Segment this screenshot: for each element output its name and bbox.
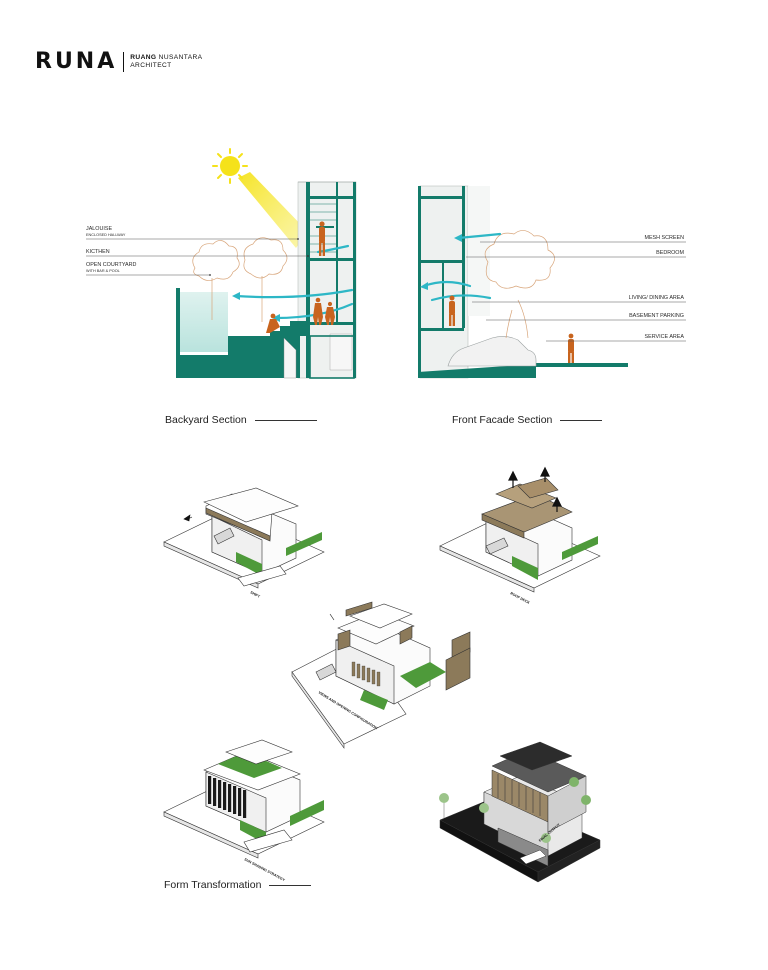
form-step-roof-deck bbox=[439, 466, 601, 593]
form-step-shift-label: SHIFT bbox=[250, 590, 262, 599]
form-step-roof-deck-label: ROOF DECK bbox=[510, 591, 531, 605]
backyard-ground bbox=[176, 288, 300, 378]
brand-logo: RUNA RUANG NUSANTARA ARCHITECT bbox=[35, 50, 202, 74]
front-label-1: MESH SCREEN bbox=[644, 235, 684, 241]
form-step-final-output bbox=[439, 741, 601, 883]
form-step-sun-shading bbox=[163, 739, 325, 859]
backyard-label-3-sub: WITH BAR & POOL bbox=[86, 269, 120, 273]
front-label-5: SERVICE AREA bbox=[645, 334, 685, 340]
car-outline bbox=[447, 336, 537, 367]
form-step-shift bbox=[163, 487, 325, 589]
caption-rule bbox=[560, 419, 603, 421]
front-section-drawing: MESH SCREEN BEDROOM LIVING/ DINING AREA … bbox=[418, 185, 686, 379]
front-label-2: BEDROOM bbox=[656, 250, 684, 256]
backyard-label-1-sub: ENCLOSED HALLWAY bbox=[86, 233, 126, 237]
backyard-section-drawing: JALOUISE ENCLOSED HALLWAY KICTHEN OPEN C… bbox=[86, 148, 357, 379]
caption-rule bbox=[269, 884, 312, 886]
people-figures bbox=[266, 221, 335, 333]
brand-wordmark: RUNA bbox=[35, 49, 118, 74]
brand-subtitle: ARCHITECT bbox=[130, 62, 172, 69]
backyard-label-1-main: JALOUISE bbox=[86, 226, 112, 232]
front-section-title: Front Facade Section bbox=[452, 414, 553, 426]
front-label-4: BASEMENT PARKING bbox=[629, 313, 684, 319]
front-label-3: LIVING/ DINING AREA bbox=[629, 295, 685, 301]
brand-name-rest: NUSANTARA bbox=[156, 54, 203, 61]
sunbeam bbox=[238, 172, 308, 248]
backyard-tree bbox=[192, 237, 288, 322]
brand-name-bold: RUANG bbox=[130, 54, 157, 61]
backyard-label-3-main: OPEN COURTYARD bbox=[86, 262, 137, 268]
backyard-section-caption: Backyard Section bbox=[165, 414, 317, 426]
sun-icon bbox=[212, 148, 248, 184]
caption-rule bbox=[254, 419, 317, 421]
form-step-views-openings bbox=[291, 601, 471, 749]
brand-subtitle-block: RUANG NUSANTARA ARCHITECT bbox=[130, 54, 202, 70]
front-tree bbox=[484, 230, 555, 339]
backyard-label-2-main: KICTHEN bbox=[86, 249, 110, 255]
backyard-section-title: Backyard Section bbox=[165, 414, 247, 426]
brand-divider bbox=[123, 52, 125, 72]
form-transformation-caption: Form Transformation bbox=[164, 879, 312, 891]
form-transformation-title: Form Transformation bbox=[164, 879, 262, 891]
front-section-caption: Front Facade Section bbox=[452, 414, 603, 426]
pool bbox=[176, 292, 228, 352]
